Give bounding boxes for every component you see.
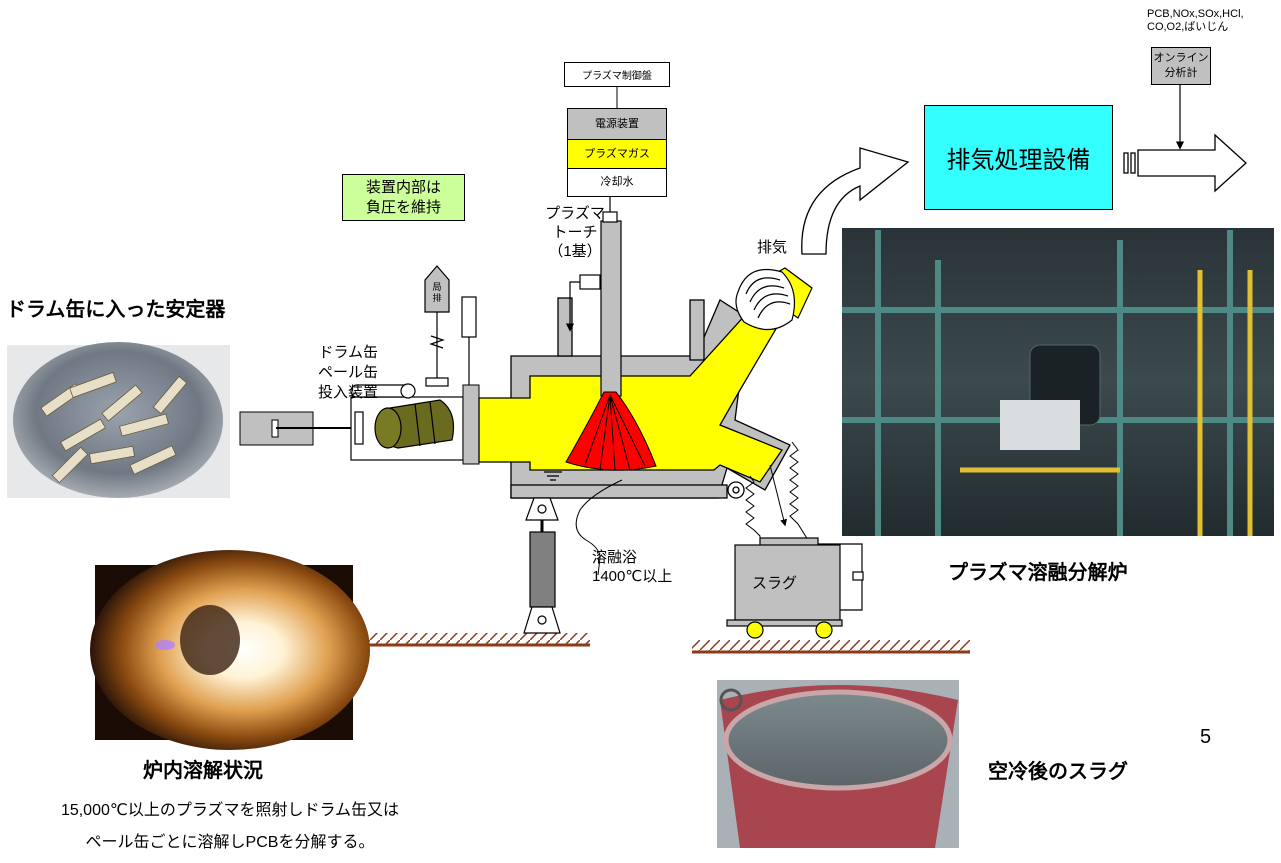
local-exhaust-label: 局 排 <box>429 282 445 304</box>
online-analyzer-box: オンライン 分析計 <box>1151 47 1211 85</box>
negative-pressure-line2: 負圧を維持 <box>365 199 441 216</box>
plasma-torch <box>565 195 622 397</box>
local-exhaust-line1: 局 <box>432 282 442 292</box>
plasma-control-panel-label: プラズマ制御盤 <box>582 71 652 82</box>
analyzer-targets-line2: CO,O2,ばいじん <box>1147 21 1229 33</box>
description-line1: 15,000℃以上のプラズマを照射しドラム缶又は <box>60 802 400 819</box>
torch-label-line1: プラズマ <box>545 205 605 222</box>
exhaust-flow-arrow <box>801 147 910 255</box>
analyzer-targets: PCB,NOx,SOx,HCl, CO,O2,ばいじん <box>1147 8 1244 34</box>
feeder-label-line1: ドラム缶 <box>318 344 378 361</box>
feeder-label-line3: 投入装置 <box>317 384 378 401</box>
torch-label: プラズマ トーチ （1基） <box>535 204 615 261</box>
floor-left <box>357 633 590 647</box>
exhaust-label: 排気 <box>757 239 788 256</box>
exhaust-treatment-box: 排気処理設備 <box>924 105 1113 210</box>
floor-right <box>692 640 970 654</box>
plasma-furnace-plant-photo <box>842 228 1274 536</box>
melt-bath-line2: 1400℃以上 <box>592 568 673 585</box>
power-supply-cell: 電源装置 <box>568 109 666 140</box>
slag-car <box>726 537 864 639</box>
slag-label: スラグ <box>752 575 798 592</box>
process-description: 15,000℃以上のプラズマを照射しドラム缶又は ペール缶ごとに溶解しPCBを分… <box>60 795 400 859</box>
exhaust-treatment-label: 排気処理設備 <box>946 147 1091 174</box>
negative-pressure-line1: 装置内部は <box>365 179 441 196</box>
cooling-water-cell: 冷却水 <box>568 169 666 196</box>
caption-furnace-interior: 炉内溶解状況 <box>143 760 263 782</box>
negative-pressure-note: 装置内部は 負圧を維持 <box>342 174 465 221</box>
melt-bath-pointer <box>575 479 623 576</box>
caption-drum-stabilizers: ドラム缶に入った安定器 <box>6 299 226 321</box>
feeder-label: ドラム缶 ペール缶 投入装置 <box>278 343 378 403</box>
plasma-control-panel-box: プラズマ制御盤 <box>564 62 670 87</box>
analyzer-targets-line1: PCB,NOx,SOx,HCl, <box>1147 8 1244 20</box>
feeder-label-line2: ペール缶 <box>317 364 378 381</box>
furnace-interior-photo <box>90 550 370 750</box>
melt-bath-line1: 溶融浴 <box>592 549 638 566</box>
drum-stabilizers-photo <box>7 342 230 498</box>
torch-label-line2: トーチ <box>552 224 598 241</box>
torch-label-line3: （1基） <box>548 243 602 260</box>
analyzer-label-line2: 分析計 <box>1164 67 1198 79</box>
pusher-cylinder <box>239 411 352 446</box>
local-exhaust-duct <box>424 265 450 387</box>
slag-bellows <box>745 441 809 542</box>
clean-exhaust-arrow <box>1123 133 1247 193</box>
cooled-slag-photo <box>717 680 959 848</box>
gate-pipe <box>461 296 477 385</box>
caption-plasma-furnace: プラズマ溶融分解炉 <box>948 562 1128 584</box>
plasma-flame <box>565 391 657 471</box>
plasma-gas-cell: プラズマガス <box>568 140 666 169</box>
control-stack: 電源装置 プラズマガス 冷却水 <box>567 108 667 197</box>
description-line2: ペール缶ごとに溶解しPCBを分解する。 <box>85 834 375 851</box>
exhaust-outlet-cylinder <box>735 267 813 331</box>
feeder-gate <box>462 384 480 465</box>
local-exhaust-line2: 排 <box>432 293 442 303</box>
melt-bath-label: 溶融浴 1400℃以上 <box>592 548 672 586</box>
drum-can <box>374 399 455 449</box>
analyzer-label-line1: オンライン <box>1153 52 1209 64</box>
caption-cooled-slag: 空冷後のスラグ <box>988 761 1128 783</box>
tilt-cylinder <box>523 497 561 634</box>
page-number: 5 <box>1200 726 1212 748</box>
